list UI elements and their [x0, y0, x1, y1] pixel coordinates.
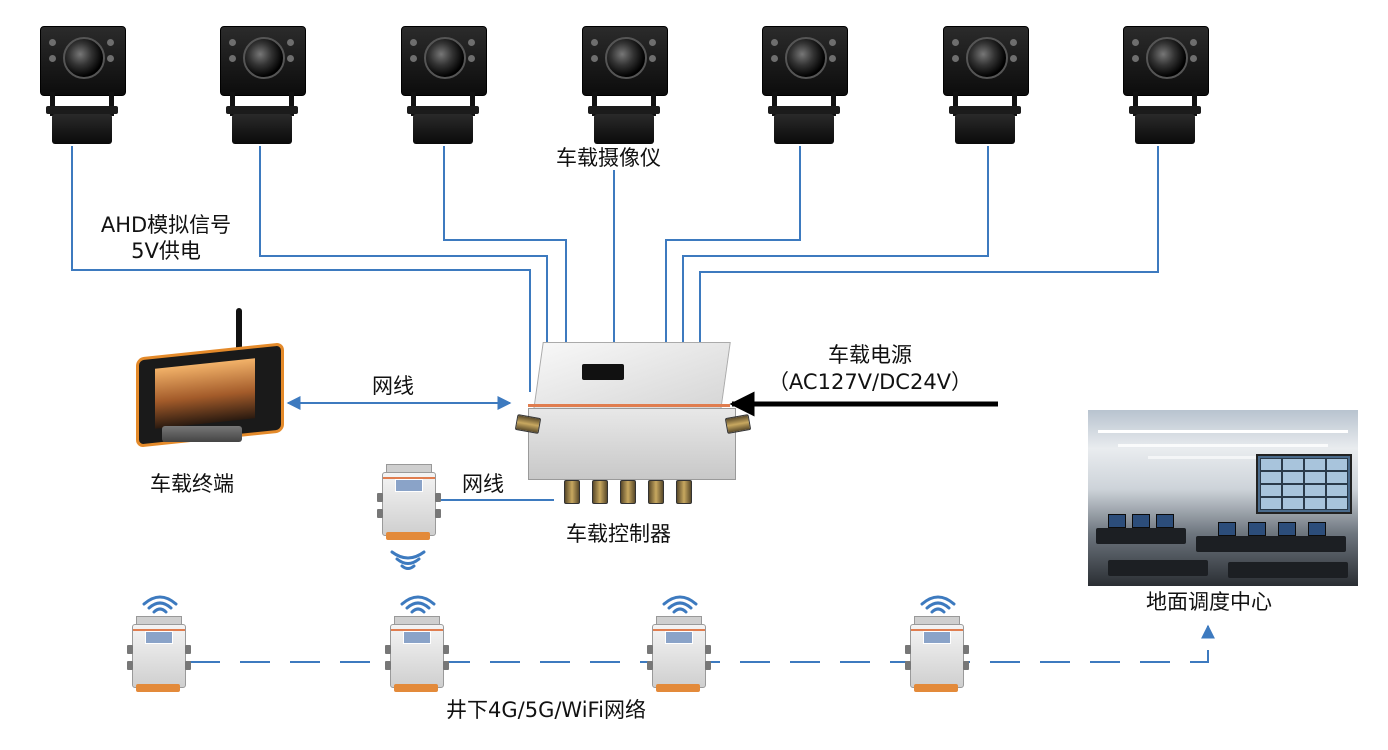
wireless-access-point-icon	[377, 452, 441, 544]
vehicle-camera-1	[40, 26, 126, 146]
vehicle-camera-icon	[1123, 26, 1209, 96]
wifi-signal-icon	[142, 595, 178, 614]
power-source-spec: （AC127V/DC24V）	[767, 370, 973, 395]
signal-type-label: AHD模拟信号	[100, 213, 232, 237]
wifi-signal-icon	[662, 595, 698, 614]
wifi-signal-icon	[390, 550, 426, 570]
camera-link-2	[259, 146, 548, 356]
wifi-mesh-link	[190, 624, 1215, 663]
vehicle-camera-7	[1123, 26, 1209, 146]
power-source-label: 车载电源 （AC127V/DC24V）	[750, 342, 990, 397]
wireless-access-point-icon	[647, 604, 711, 696]
vehicle-camera-3	[401, 26, 487, 146]
vehicle-camera-icon	[762, 26, 848, 96]
vehicle-camera-5	[762, 26, 848, 146]
vehicle-camera-icon	[220, 26, 306, 96]
controller-box-icon	[514, 342, 752, 504]
camera-link-7	[699, 146, 1159, 364]
wireless-access-point-icon	[905, 604, 969, 696]
control-room-photo	[1088, 410, 1358, 586]
vehicle-camera-icon	[40, 26, 126, 96]
wireless-access-point-icon	[127, 604, 191, 696]
vehicle-camera-icon	[401, 26, 487, 96]
ap-link-label: 网线	[462, 472, 504, 496]
center-label: 地面调度中心	[1146, 590, 1272, 614]
camera-group-label: 车载摄像仪	[556, 146, 661, 170]
vehicle-camera-2	[220, 26, 306, 146]
camera-link-1	[71, 146, 531, 392]
wifi-signal-icon	[400, 595, 436, 614]
vehicle-camera-icon	[582, 26, 668, 96]
controller-label: 车载控制器	[566, 522, 671, 546]
network-label: 井下4G/5G/WiFi网络	[446, 698, 646, 722]
tablet-terminal-icon	[132, 308, 292, 448]
vehicle-camera-icon	[943, 26, 1029, 96]
vehicle-camera-6	[943, 26, 1029, 146]
camera-link-6	[682, 146, 989, 356]
power-source-title: 车载电源	[828, 343, 912, 367]
terminal-link-label: 网线	[372, 374, 414, 398]
power-supply-label: 5V供电	[131, 239, 201, 264]
wireless-access-point-icon	[385, 604, 449, 696]
terminal-label: 车载终端	[150, 472, 234, 496]
camera-link-3	[443, 146, 567, 346]
vehicle-camera-4	[582, 26, 668, 146]
camera-link-5	[665, 146, 801, 344]
camera-link-label: AHD模拟信号 5V供电	[80, 212, 252, 265]
wifi-signal-icon	[920, 595, 956, 614]
